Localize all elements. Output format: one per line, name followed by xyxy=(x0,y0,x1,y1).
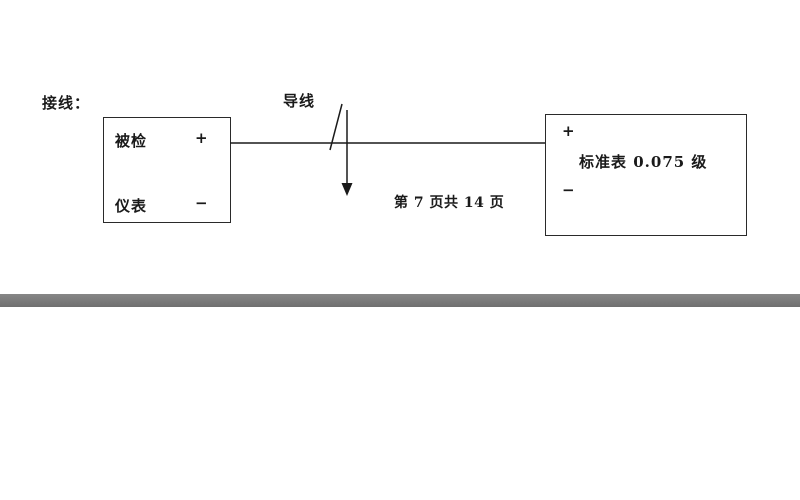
standard-meter-minus-sign: − xyxy=(562,181,575,199)
tested-meter-minus-sign: − xyxy=(195,194,208,212)
standard-meter-label: 标准表 0.075 级 xyxy=(579,153,708,171)
tested-meter-label-line1: 被检 xyxy=(115,132,148,150)
page-number: 第 7 页共 14 页 xyxy=(394,195,505,211)
tested-meter-plus-sign: + xyxy=(195,129,208,147)
tested-meter-label-line2: 仪表 xyxy=(115,197,148,215)
wire-label: 导线 xyxy=(283,92,316,110)
standard-meter-box: + 标准表 0.075 级 − xyxy=(545,114,747,236)
standard-meter-plus-sign: + xyxy=(562,122,575,140)
wire-callout-segment xyxy=(329,103,343,151)
page-separator-bar xyxy=(0,294,800,307)
down-arrow-head xyxy=(341,183,353,196)
tested-meter-box: 被检 + 仪表 − xyxy=(103,117,231,223)
wiring-label: 接线： xyxy=(42,94,91,112)
